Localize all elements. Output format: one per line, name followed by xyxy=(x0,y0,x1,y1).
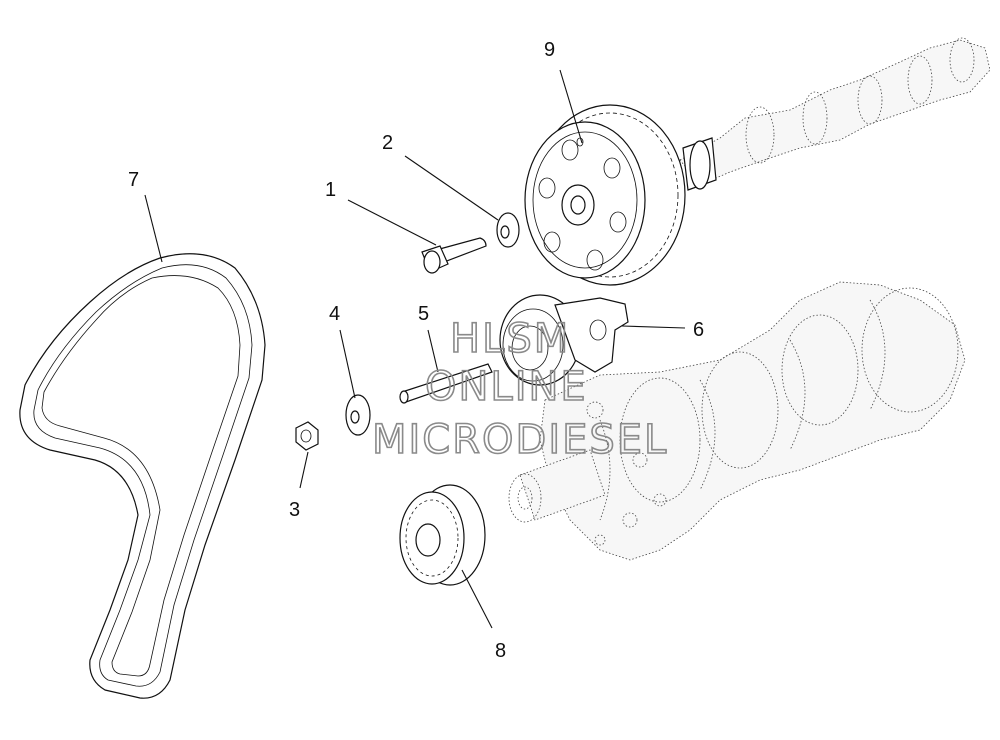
callout-9: 9 xyxy=(544,39,555,61)
washer-lower xyxy=(345,394,371,436)
belt-tensioner xyxy=(499,294,629,386)
callout-2: 2 xyxy=(382,132,393,154)
watermark: HLSM ONLINE MICRODIESEL xyxy=(371,315,668,464)
callout-5: 5 xyxy=(418,303,429,325)
timing-belt xyxy=(19,253,266,699)
crankshaft-assembly xyxy=(508,281,966,561)
callout-1: 1 xyxy=(325,179,336,201)
camshaft xyxy=(679,37,991,191)
stud xyxy=(399,363,493,404)
callout-7: 7 xyxy=(128,169,139,191)
nut xyxy=(295,421,319,451)
callout-3: 3 xyxy=(289,499,300,521)
bolt xyxy=(421,237,487,274)
camshaft-pulley xyxy=(524,104,686,286)
crankshaft-pulley xyxy=(399,484,486,586)
callout-8: 8 xyxy=(495,640,506,662)
washer-upper xyxy=(496,212,520,248)
watermark-line-2: ONLINE xyxy=(425,364,588,410)
watermark-line-3: MICRODIESEL xyxy=(372,417,668,463)
leader-lines xyxy=(144,69,686,629)
watermark-line-1: HLSM xyxy=(450,316,570,362)
callout-4: 4 xyxy=(329,303,340,325)
callout-6: 6 xyxy=(693,319,704,341)
